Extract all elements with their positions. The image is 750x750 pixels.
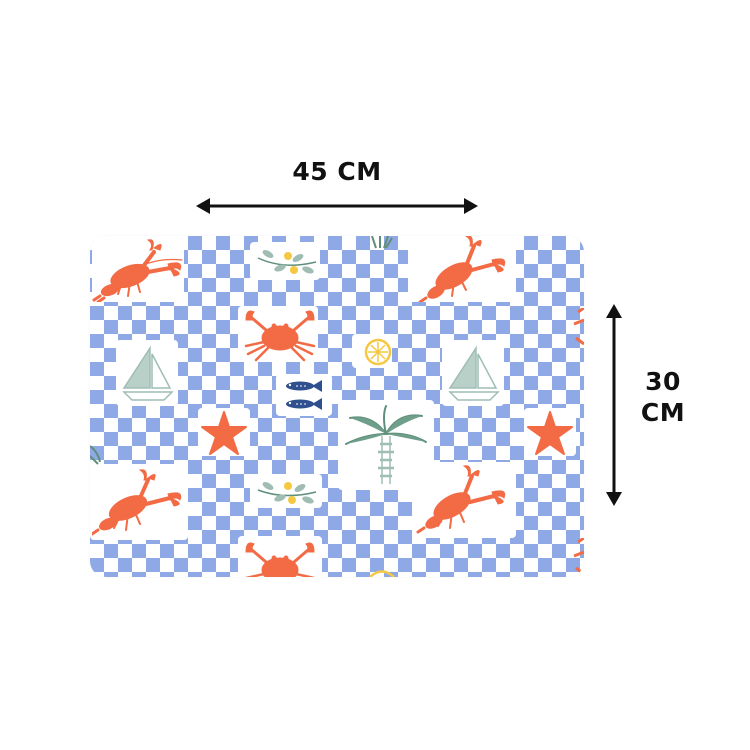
height-dimension-label: 30 CM	[613, 366, 713, 429]
width-dimension-arrow	[196, 198, 478, 214]
lobster-icon	[92, 469, 182, 536]
lobster-icon	[418, 236, 506, 302]
sailboat-icon	[122, 345, 174, 401]
height-dimension-arrow	[606, 304, 622, 506]
palm-icon	[345, 405, 427, 484]
width-dimension-label: 45 CM	[292, 157, 382, 186]
lemon-icon	[369, 570, 395, 577]
crab-icon	[245, 542, 315, 577]
olive-branch-icon	[257, 250, 317, 274]
placemat	[90, 236, 584, 577]
height-dimension-value: 30	[645, 367, 681, 396]
sailboat-icon	[448, 345, 500, 401]
palm-icon	[371, 236, 393, 249]
lemon-icon	[364, 338, 392, 366]
crab-icon	[244, 310, 316, 362]
fish-icon	[286, 380, 322, 410]
lobster-icon	[416, 465, 506, 534]
height-dimension-unit: CM	[640, 398, 686, 428]
palm-icon	[90, 445, 101, 465]
lobster-icon	[573, 308, 584, 346]
olive-branch-icon	[257, 482, 317, 504]
starfish-icon	[527, 411, 573, 455]
starfish-icon	[201, 411, 247, 455]
lobster-icon	[92, 239, 183, 302]
lobster-icon	[573, 538, 584, 576]
